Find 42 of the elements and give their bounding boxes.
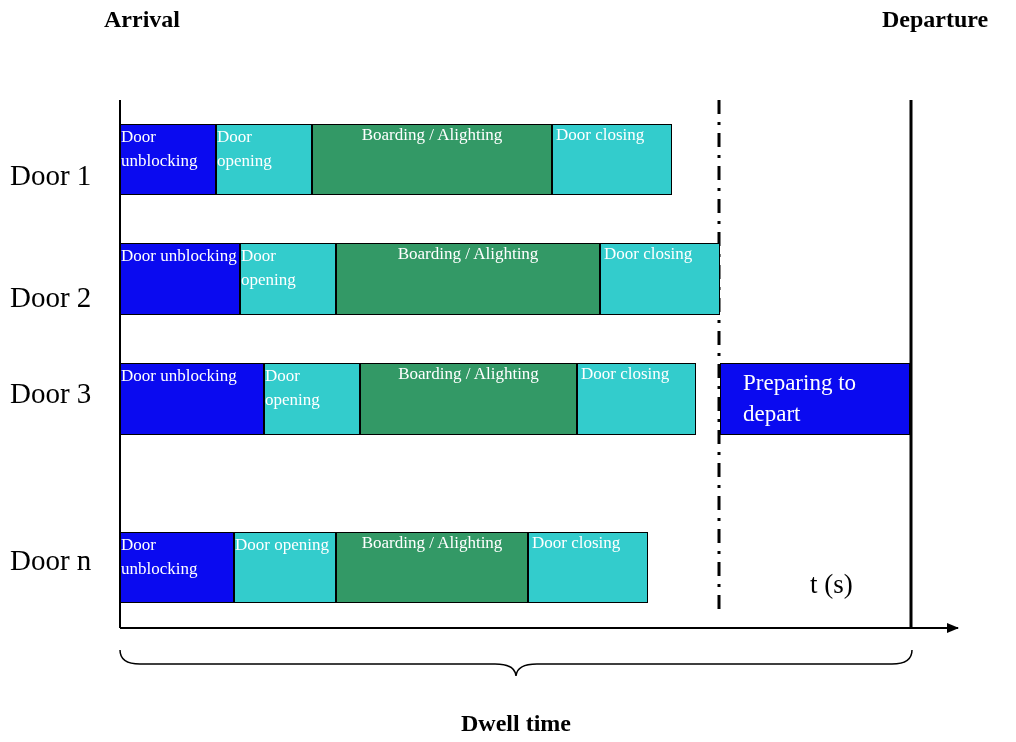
phase-label: Door opening	[241, 245, 297, 291]
phase-label: Door unblocking	[121, 126, 199, 172]
phase-label: Door closing	[604, 243, 693, 265]
phase-bar	[234, 532, 336, 603]
phase-label: Door opening	[217, 126, 273, 172]
phase-label: Door closing	[556, 124, 645, 146]
phase-bar	[264, 363, 360, 435]
preparing-bar	[720, 363, 910, 435]
phase-bar	[600, 243, 720, 315]
door-label: Door 2	[10, 281, 92, 314]
boarding-bar	[336, 243, 600, 315]
phase-label: Door closing	[581, 363, 670, 385]
phase-label: Door unblocking	[121, 245, 237, 267]
phase-bar	[120, 532, 234, 603]
phase-label: Door opening	[265, 365, 321, 411]
boarding-bar	[360, 363, 577, 435]
phase-bar	[240, 243, 336, 315]
phase-bar	[577, 363, 696, 435]
departure-label: Departure	[882, 6, 989, 33]
phase-bar	[528, 532, 648, 603]
door-label: Door 1	[10, 159, 92, 192]
phase-label: Boarding / Alighting	[396, 243, 540, 265]
dwell-time-label: Dwell time	[461, 710, 571, 737]
door-label: Door 3	[10, 377, 92, 410]
phase-bar	[120, 363, 264, 435]
phase-label: Door opening	[235, 534, 330, 556]
phase-label: Preparing to depart	[743, 369, 858, 428]
phase-label: Door unblocking	[121, 365, 238, 387]
axis-label: t (s)	[810, 569, 853, 600]
phase-bar	[552, 124, 672, 195]
phase-label: Boarding / Alighting	[397, 363, 540, 385]
boarding-bar	[336, 532, 528, 603]
phase-label: Door unblocking	[121, 534, 199, 580]
boarding-bar	[312, 124, 552, 195]
phase-bar	[120, 124, 216, 195]
phase-bar	[216, 124, 312, 195]
phase-label: Door closing	[532, 532, 621, 554]
door-label: Door n	[10, 544, 92, 577]
phase-label: Boarding / Alighting	[360, 532, 504, 554]
phase-bar	[120, 243, 240, 315]
phase-label: Boarding / Alighting	[360, 124, 504, 146]
arrival-label: Arrival	[104, 6, 180, 33]
